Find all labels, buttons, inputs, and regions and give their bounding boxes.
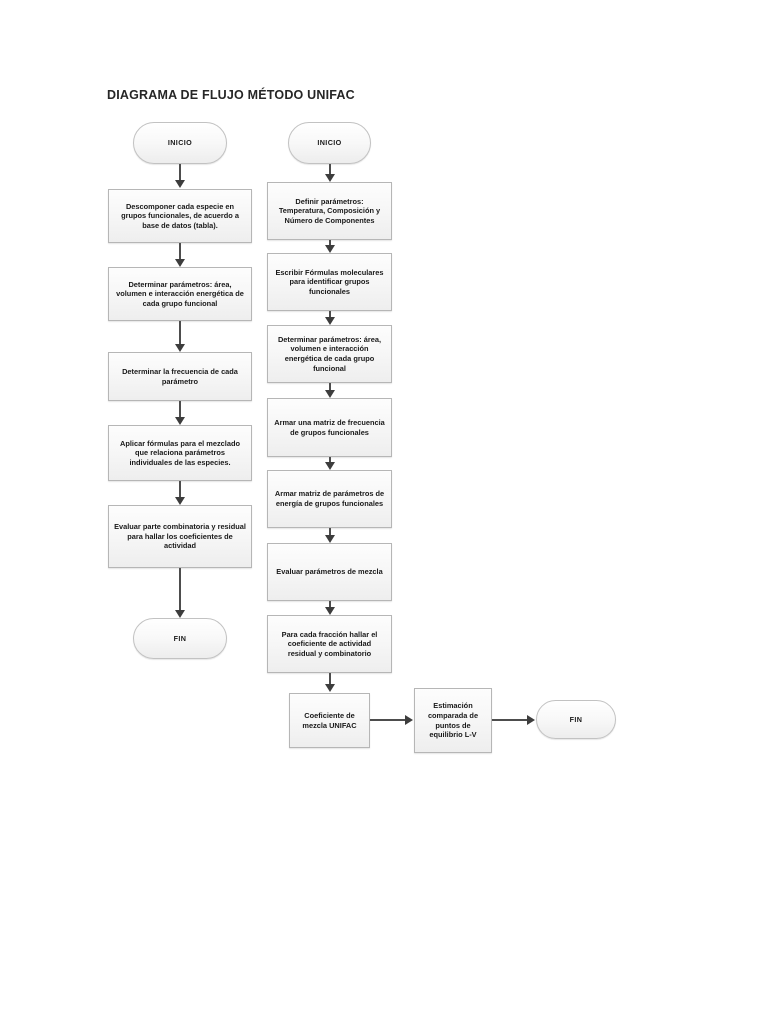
node-label: Definir parámetros: Temperatura, Composi…	[278, 196, 381, 225]
page-title: DIAGRAMA DE FLUJO MÉTODO UNIFAC	[107, 88, 355, 102]
arrowhead-b1-b2	[527, 715, 535, 725]
node-label: Coeficiente de mezcla UNIFAC	[302, 710, 357, 730]
connector-r5-r6	[329, 528, 331, 535]
connector-r4-r5	[329, 457, 331, 464]
node-right-definir-parametros[interactable]: Definir parámetros: Temperatura, Composi…	[267, 182, 392, 240]
arrowhead-r2-r3	[325, 317, 335, 325]
connector-l3-l4	[179, 401, 181, 418]
connector-r6-r7	[329, 601, 331, 608]
arrowhead-l4-l5	[175, 497, 185, 505]
node-label: FIN	[173, 633, 187, 643]
node-left-descomponer[interactable]: Descomponer cada especie en grupos funci…	[108, 189, 252, 243]
arrowhead-l5-l6	[175, 610, 185, 618]
node-label: Armar matriz de parámetros de energía de…	[274, 489, 385, 508]
connector-l2-l3	[179, 321, 181, 345]
node-right-fraccion-coeficiente[interactable]: Para cada fracción hallar el coeficiente…	[267, 615, 392, 673]
connector-r1-r2	[329, 240, 331, 247]
arrowhead-r1-r2	[325, 245, 335, 253]
arrowhead-r6-r7	[325, 607, 335, 615]
connector-b1-b2	[492, 719, 528, 721]
node-label: INICIO	[317, 138, 342, 148]
connector-r3-r4	[329, 383, 331, 391]
node-label: Descomponer cada especie en grupos funci…	[121, 201, 239, 230]
arrowhead-l0-l1	[175, 180, 185, 188]
connector-b0-b1	[370, 719, 406, 721]
node-left-fin[interactable]: FIN	[133, 618, 227, 659]
node-right-matriz-energia[interactable]: Armar matriz de parámetros de energía de…	[267, 470, 392, 528]
connector-l1-l2	[179, 243, 181, 260]
arrowhead-r4-r5	[325, 462, 335, 470]
node-label: Estimación comparada de puntos de equili…	[427, 701, 479, 740]
node-label: Determinar parámetros: área, volumen e i…	[116, 279, 244, 308]
node-label: Determinar parámetros: área, volumen e i…	[277, 334, 382, 373]
node-label: Aplicar fórmulas para el mezclado que re…	[120, 438, 240, 467]
node-left-evaluar-combinatoria[interactable]: Evaluar parte combinatoria y residual pa…	[108, 505, 252, 568]
node-bottom-estimacion-comparada[interactable]: Estimación comparada de puntos de equili…	[414, 688, 492, 753]
arrowhead-l3-l4	[175, 417, 185, 425]
arrowhead-l2-l3	[175, 344, 185, 352]
node-right-matriz-frecuencia[interactable]: Armar una matriz de frecuencia de grupos…	[267, 398, 392, 457]
node-label: Evaluar parte combinatoria y residual pa…	[114, 522, 246, 551]
arrowhead-r5-r6	[325, 535, 335, 543]
connector-l4-l5	[179, 481, 181, 498]
node-left-frecuencia[interactable]: Determinar la frecuencia de cada parámet…	[108, 352, 252, 401]
node-right-determinar-parametros[interactable]: Determinar parámetros: área, volumen e i…	[267, 325, 392, 383]
node-label: Armar una matriz de frecuencia de grupos…	[274, 417, 385, 437]
node-left-determinar-parametros[interactable]: Determinar parámetros: área, volumen e i…	[108, 267, 252, 321]
node-label: Escribir Fórmulas moleculares para ident…	[275, 267, 384, 296]
connector-r0-r1	[329, 164, 331, 175]
arrowhead-r0-r1	[325, 174, 335, 182]
node-label: FIN	[569, 714, 583, 724]
connector-l0-l1	[179, 164, 181, 181]
connector-l5-l6	[179, 568, 181, 611]
node-label: Para cada fracción hallar el coeficiente…	[281, 629, 378, 658]
node-label: INICIO	[167, 138, 193, 148]
node-left-aplicar-formulas[interactable]: Aplicar fórmulas para el mezclado que re…	[108, 425, 252, 481]
node-label: Determinar la frecuencia de cada parámet…	[122, 366, 238, 386]
node-bottom-fin[interactable]: FIN	[536, 700, 616, 739]
connector-r2-r3	[329, 311, 331, 318]
arrowhead-r3-r4	[325, 390, 335, 398]
node-left-inicio[interactable]: INICIO	[133, 122, 227, 164]
arrowhead-l1-l2	[175, 259, 185, 267]
node-right-inicio[interactable]: INICIO	[288, 122, 371, 164]
node-label: Evaluar parámetros de mezcla	[276, 567, 383, 577]
arrowhead-b0-b1	[405, 715, 413, 725]
node-bottom-coeficiente-unifac[interactable]: Coeficiente de mezcla UNIFAC	[289, 693, 370, 748]
node-right-evaluar-mezcla[interactable]: Evaluar parámetros de mezcla	[267, 543, 392, 601]
arrowhead-r7-b0	[325, 684, 335, 692]
node-right-formulas-moleculares[interactable]: Escribir Fórmulas moleculares para ident…	[267, 253, 392, 311]
connector-r7-b0	[329, 673, 331, 685]
